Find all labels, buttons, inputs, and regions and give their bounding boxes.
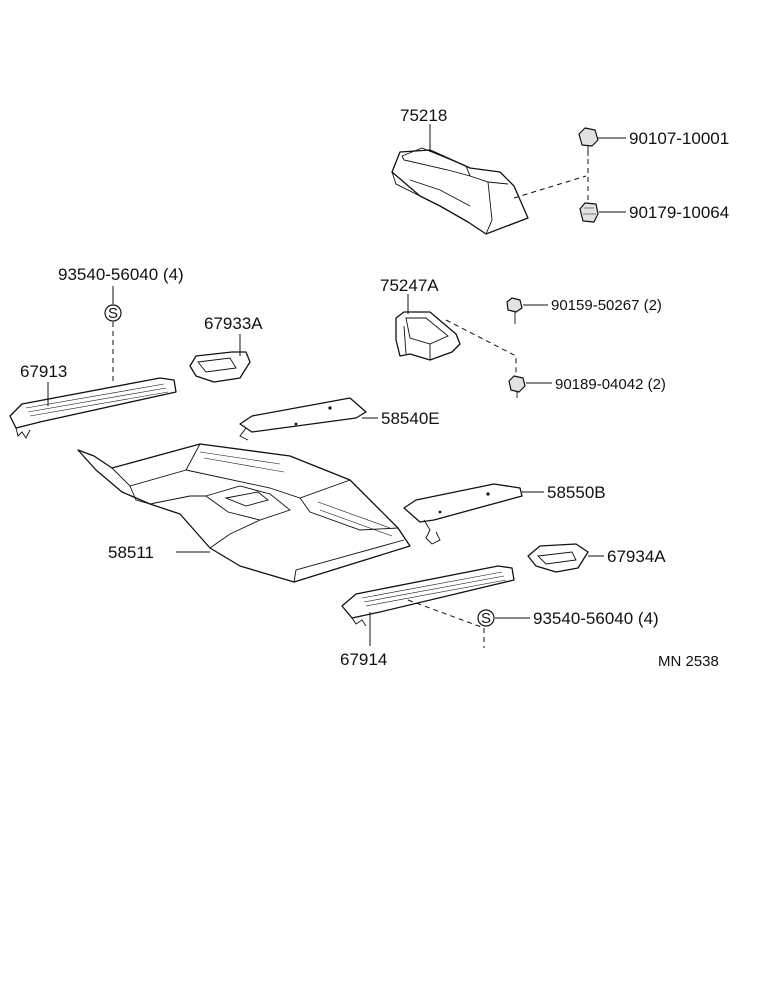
label-90189: 90189-04042 (2) [555, 376, 666, 393]
label-90179: 90179-10064 [629, 203, 729, 222]
label-67913: 67913 [20, 362, 67, 381]
label-93540-bottom: 93540-56040 (4) [533, 609, 659, 628]
dash-93540-bottom [407, 599, 485, 648]
part-75218-console [391, 147, 529, 235]
scuff-plate-67914 [341, 565, 515, 627]
nut-90189 [508, 375, 526, 398]
hole-58540E-2 [294, 422, 298, 426]
cover-67934A [527, 543, 589, 573]
label-58540E: 58540E [381, 409, 440, 428]
dash-75247A [445, 319, 517, 380]
s-mark-bottom [477, 609, 495, 627]
floor-carpet-58511 [77, 443, 411, 583]
cover-67933A [189, 351, 251, 383]
label-67914: 67914 [340, 650, 387, 669]
hole-58550B [486, 492, 490, 496]
label-93540-top: 93540-56040 (4) [58, 265, 184, 284]
s-mark-bottom-letter: S [481, 610, 491, 627]
hole-58550B-2 [438, 510, 442, 514]
s-mark-top-letter: S [108, 305, 118, 322]
hole-58540E [328, 406, 332, 410]
label-90107: 90107-10001 [629, 129, 729, 148]
diagram-reference-code: MN 2538 [658, 653, 719, 670]
bracket-58550B [403, 483, 523, 545]
bracket-58540E [239, 397, 367, 441]
scuff-plate-67913 [9, 377, 177, 439]
screw-90159 [506, 297, 523, 324]
label-90159: 90159-50267 (2) [551, 297, 662, 314]
label-67934A: 67934A [607, 547, 666, 566]
label-58511: 58511 [108, 543, 154, 562]
label-75218: 75218 [400, 106, 447, 125]
dash-75218-clip [513, 175, 587, 199]
nut-90179 [579, 202, 599, 223]
clip-90107 [578, 127, 599, 156]
label-58550B: 58550B [547, 483, 606, 502]
label-67933A: 67933A [204, 314, 263, 333]
s-mark-top [104, 304, 122, 322]
label-75247A: 75247A [380, 276, 439, 295]
bracket-75247A [395, 311, 461, 361]
